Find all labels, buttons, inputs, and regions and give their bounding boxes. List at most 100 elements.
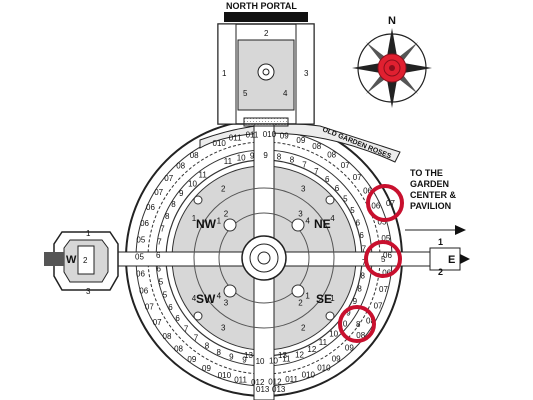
ring-inner-number-46: 11 bbox=[199, 171, 208, 180]
west-wing-bottom-number: 3 bbox=[86, 287, 91, 296]
quad-bed-number-3: 4 bbox=[330, 214, 335, 223]
ring-outer-number-6: 08 bbox=[312, 142, 321, 151]
ring-inner-number-3: 9 bbox=[263, 151, 268, 160]
ring-outer-number-41: 07 bbox=[154, 188, 163, 197]
ring-inner-number-22: 11 bbox=[319, 338, 328, 347]
ring-inner-number-12: 6 bbox=[356, 218, 361, 227]
ring-outer-number-37: 05 bbox=[135, 253, 144, 262]
ring-inner-number-10: 5 bbox=[343, 195, 348, 204]
ring-inner-number-11: 5 bbox=[350, 206, 355, 215]
north-portal-label: NORTH PORTAL bbox=[226, 1, 297, 11]
ring-inner-number-5: 8 bbox=[290, 156, 295, 165]
quad-bed-number-7: 4 bbox=[192, 294, 197, 303]
compass-n-label: N bbox=[388, 15, 396, 27]
quad-bed-number-15: 4 bbox=[217, 291, 222, 300]
ring-inner-number-23: 12 bbox=[307, 345, 316, 354]
ring-inner-number-41: 7 bbox=[160, 225, 165, 234]
quad-bed-number-12: 1 bbox=[305, 291, 310, 300]
east-path-1: 1 bbox=[438, 237, 443, 247]
ring-outer-number-22: 010 bbox=[317, 364, 331, 373]
highlight-label-07: 07 bbox=[386, 199, 395, 208]
west-wing bbox=[44, 231, 119, 291]
quadrant-details bbox=[193, 187, 335, 329]
portal-bed-5: 5 bbox=[243, 89, 248, 98]
ring-outer-number-17: 07 bbox=[374, 301, 383, 310]
highlight-label-8: 8 bbox=[356, 320, 361, 329]
east-path-2: 2 bbox=[438, 267, 443, 277]
ring-outer-number-23: 010 bbox=[302, 371, 316, 380]
ring-outer-number-26: 012 bbox=[251, 378, 265, 387]
ring-inner-number-37: 5 bbox=[159, 278, 164, 287]
ring-outer-number-12: 05 bbox=[378, 218, 387, 227]
quad-bed-number-2: 3 bbox=[301, 185, 306, 194]
ring-outer-number-5: 09 bbox=[296, 136, 305, 145]
ring-outer-number-42: 07 bbox=[164, 174, 173, 183]
ring-outer-number-38: 05 bbox=[136, 236, 145, 245]
quad-bed-number-4: 1 bbox=[330, 294, 335, 303]
ring-inner-number-30: 8 bbox=[217, 348, 222, 357]
highlight-circle-5 bbox=[364, 240, 402, 278]
quadrant-nw-label: NW bbox=[196, 217, 217, 231]
ring-inner-number-14: 7 bbox=[362, 245, 367, 254]
west-wing-top-number: 1 bbox=[86, 229, 91, 238]
ring-outer-number-16: 07 bbox=[379, 285, 388, 294]
ring-inner-number-9: 6 bbox=[335, 184, 340, 193]
ring-outer-number-19: 08 bbox=[356, 331, 365, 340]
ring-outer-number-28: 010 bbox=[218, 371, 232, 380]
ring-inner-number-1: 10 bbox=[237, 153, 246, 162]
ring-inner-number-31: 8 bbox=[205, 342, 210, 351]
direction-line-2: GARDEN bbox=[410, 179, 449, 189]
ring-inner-number-16: 8 bbox=[361, 271, 366, 280]
west-wing-bed: 2 bbox=[83, 256, 88, 265]
ring-outer-number-21: 09 bbox=[332, 354, 341, 363]
bottom-bed-b: 13 bbox=[278, 351, 287, 360]
ring-inner-number-7: 7 bbox=[314, 167, 319, 176]
compass: N bbox=[352, 15, 432, 108]
ring-outer-number-1: 011 bbox=[229, 134, 242, 143]
ring-inner-number-21: 10 bbox=[329, 329, 338, 338]
ring-inner-number-17: 8 bbox=[357, 284, 362, 293]
ring-inner-number-19: 9 bbox=[346, 309, 351, 318]
quad-bed-number-6: 3 bbox=[221, 323, 226, 332]
quadrant-ne-label: NE bbox=[314, 217, 331, 231]
ring-outer-number-7: 08 bbox=[327, 150, 336, 159]
ring-outer-number-9: 07 bbox=[353, 173, 362, 182]
ring-inner-number-25: 11 bbox=[282, 354, 291, 363]
ring-outer-number-40: 06 bbox=[146, 203, 155, 212]
ring-inner-number-4: 8 bbox=[277, 153, 282, 162]
ring-outer-number-20: 09 bbox=[345, 344, 354, 353]
ring-outer-number-36: 06 bbox=[136, 270, 145, 279]
ring-outer-number-44: 08 bbox=[190, 151, 199, 160]
ring-outer-number-8: 07 bbox=[341, 161, 350, 170]
ring-inner-number-24: 12 bbox=[295, 351, 304, 360]
quad-bed-number-5: 2 bbox=[301, 323, 306, 332]
ring-inner-number-13: 6 bbox=[359, 231, 364, 240]
highlight-label-5: 5 bbox=[381, 255, 386, 264]
north-portal bbox=[217, 12, 315, 127]
ring-outer-number-27: 011 bbox=[234, 376, 247, 385]
ring-outer-number-31: 08 bbox=[174, 344, 183, 353]
direction-line-4: PAVILION bbox=[410, 201, 451, 211]
highlight-circle-8 bbox=[338, 305, 376, 343]
quad-bed-number-10: 3 bbox=[298, 210, 303, 219]
ring-inner-number-2: 9 bbox=[250, 151, 255, 160]
quad-bed-number-13: 2 bbox=[298, 298, 303, 307]
ring-inner-number-8: 6 bbox=[325, 175, 330, 184]
ring-inner-number-43: 8 bbox=[171, 200, 176, 209]
ring-outer-number-11: 06 bbox=[371, 202, 380, 211]
ring-outer-number-2: 011 bbox=[246, 131, 259, 140]
ring-inner-number-32: 7 bbox=[194, 334, 199, 343]
ring-inner-number-29: 9 bbox=[229, 353, 234, 362]
direction-line-1: TO THE bbox=[410, 168, 443, 178]
quad-bed-number-1: 2 bbox=[221, 185, 226, 194]
ring-outer-number-34: 07 bbox=[145, 303, 154, 312]
ring-outer-number-39: 06 bbox=[140, 219, 149, 228]
quad-bed-number-0: 1 bbox=[192, 214, 197, 223]
ring-outer-number-30: 09 bbox=[187, 355, 196, 364]
highlight-circle-07 bbox=[366, 184, 404, 222]
ring-outer-number-25: 012 bbox=[268, 378, 282, 387]
